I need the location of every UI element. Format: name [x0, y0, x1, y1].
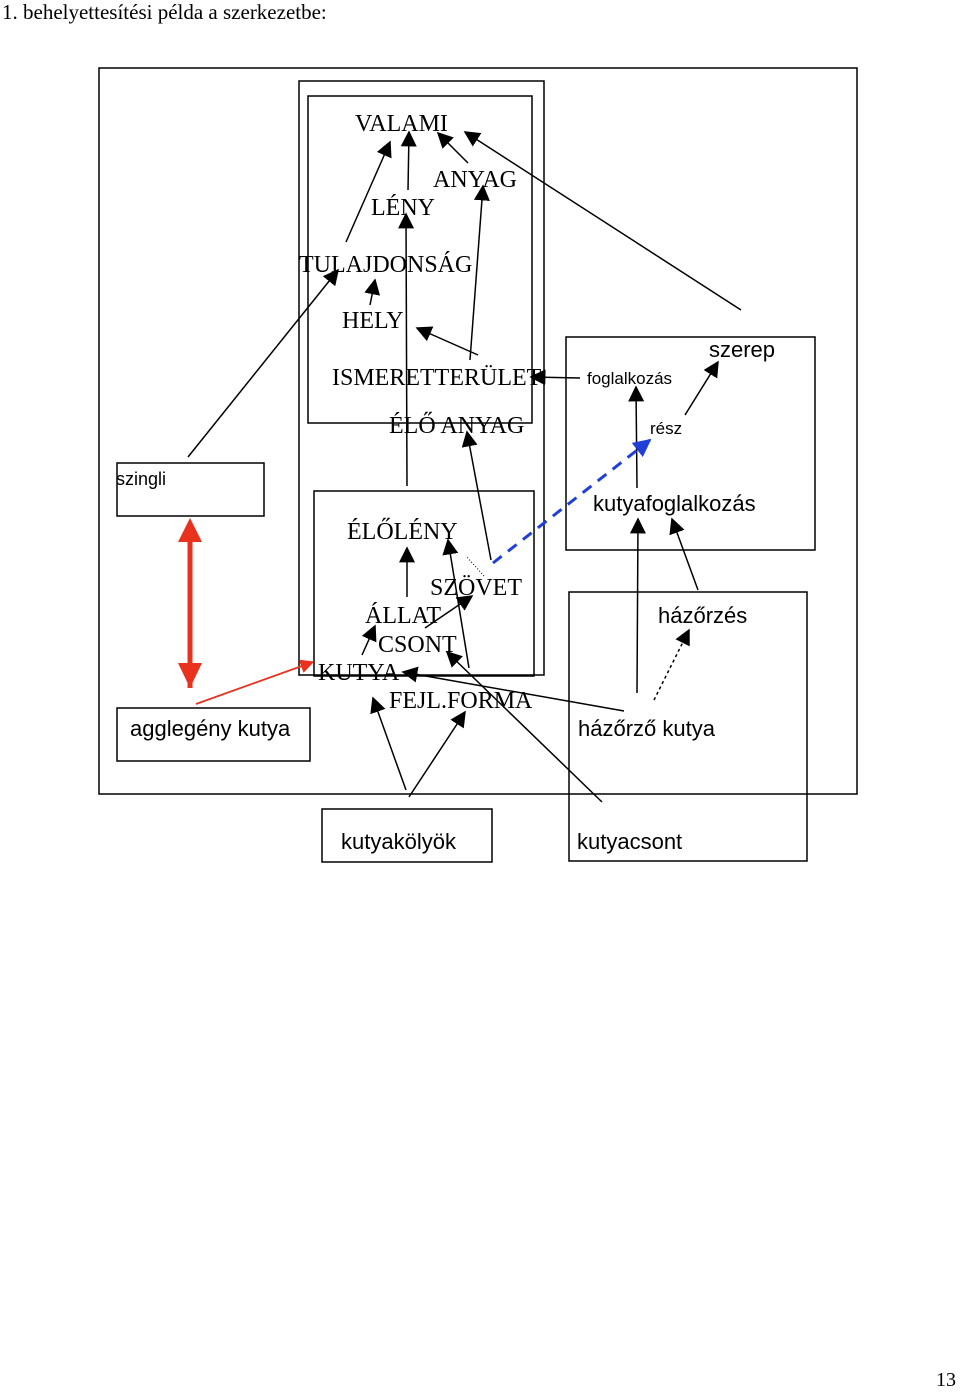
label-valami: VALAMI — [355, 111, 448, 137]
concept-frame-inner — [307, 95, 533, 424]
arrow-elo-anyag-anyag — [469, 184, 490, 361]
label-kutyafoglalkozas: kutyafoglalkozás — [593, 491, 756, 516]
colored-links — [178, 438, 652, 705]
page-number: 13 — [936, 1369, 956, 1391]
label-agglegeny-kutya: agglegény kutya — [130, 716, 291, 741]
kutyakolyok-box — [321, 808, 493, 863]
arrow-szovet-eloleny-dotted — [465, 555, 485, 577]
arrow-hazorzes-kutyafoglalkozas — [669, 517, 699, 591]
red-arrowhead-down — [178, 663, 202, 688]
label-eloleny: ÉLŐLÉNY — [347, 519, 458, 545]
label-hazorzes: házőrzés — [658, 603, 748, 628]
label-kutyacsont: kutyacsont — [577, 829, 683, 854]
page-heading: 1. behelyettesítési példa a szerkezetbe: — [2, 0, 327, 24]
arrow-hazorzo-kutya-kutya — [401, 666, 625, 712]
arrow-resz-szerep — [684, 360, 719, 416]
outer-frame — [98, 67, 858, 795]
label-tulajdonsag: TULAJDONSÁG — [299, 252, 473, 278]
arrow-csont-szovet — [424, 595, 474, 629]
label-szingli: szingli — [116, 469, 167, 489]
label-hely: HELY — [342, 308, 404, 334]
arrow-hazorzo-kutya-kutyafoglalkozas — [629, 517, 646, 694]
agglegeny-kutya-box — [116, 707, 311, 762]
label-csont: CSONT — [378, 632, 457, 658]
arrow-fejl-forma-eloleny — [442, 538, 470, 669]
arrow-hely-tulajdonsag — [364, 278, 381, 306]
szingli-box — [116, 462, 265, 517]
arrow-anyag-valami — [436, 131, 469, 164]
arrow-szovet-elo-anyag — [461, 430, 492, 561]
arrow-szingli-tulajdonsag — [187, 268, 340, 458]
label-ismeretterulet: ISMERETTERÜLET — [332, 365, 542, 391]
hazorzes-box — [568, 591, 808, 862]
arrows — [187, 130, 742, 803]
blue-link-kutya-resz — [492, 438, 652, 565]
label-szerep: szerep — [709, 337, 776, 362]
label-fejl-forma: FEJL.FORMA — [389, 688, 533, 714]
red-arrowhead-up — [178, 518, 202, 542]
kutyafoglalkozas-box — [565, 336, 816, 551]
label-anyag: ANYAG — [433, 167, 517, 193]
label-foglalkozas: foglalkozás — [587, 369, 673, 388]
arrow-eloleny-leny — [398, 212, 415, 487]
label-kutyakolyok: kutyakölyök — [341, 829, 456, 854]
label-elo-anyag: ÉLŐ ANYAG — [389, 413, 525, 439]
arrow-hazorzo-kutya-hazorzes — [653, 628, 690, 701]
arrow-kutya-allat — [361, 624, 377, 656]
arrow-kutyakolyok-fejl-forma — [408, 710, 466, 798]
label-leny: LÉNY — [371, 195, 435, 221]
label-kutya: KUTYA — [318, 660, 400, 686]
red-link-agglegeny-kutya — [195, 659, 315, 705]
arrow-leny-valami — [345, 140, 392, 243]
arrow-kutyafoglalkozas-resz — [628, 385, 645, 489]
arrow-foglalkozas-ismeretterulet — [529, 369, 581, 386]
arrow-kutyakolyok-kutya — [370, 696, 407, 791]
arrow-szerep-valami — [463, 131, 742, 311]
label-hazorzo-kutya: házőrző kutya — [578, 716, 715, 741]
label-szovet: SZÖVET — [430, 575, 522, 601]
arrow-leny-valami-2 — [400, 130, 417, 191]
arrow-ismeretterulet-hely — [415, 326, 479, 356]
label-resz: rész — [650, 419, 683, 438]
label-allat: ÁLLAT — [365, 603, 441, 629]
arrow-kutyacsont-csont — [445, 650, 603, 803]
